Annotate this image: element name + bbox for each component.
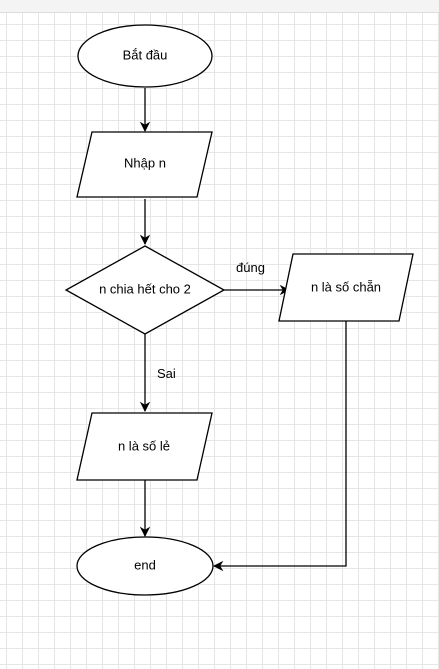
end-node[interactable]: end — [76, 536, 214, 596]
decision-node[interactable]: n chia hết cho 2 — [64, 245, 226, 335]
canvas-top-edge — [0, 0, 439, 13]
start-label: Bắt đầu — [123, 47, 168, 62]
odd-label: n là số lẻ — [118, 438, 170, 453]
end-shape — [76, 536, 214, 596]
end-label: end — [134, 557, 156, 572]
false-branch-label: Sai — [157, 366, 176, 381]
even-label: n là số chẵn — [311, 279, 381, 294]
input-node[interactable]: Nhập n — [76, 131, 213, 198]
decision-shape — [64, 245, 226, 335]
true-branch-label: đúng — [236, 260, 265, 275]
input-shape — [76, 131, 213, 198]
start-node[interactable]: Bắt đầu — [77, 24, 213, 88]
odd-node[interactable]: n là số lẻ — [76, 412, 213, 481]
start-shape — [77, 24, 213, 88]
even-node[interactable]: n là số chẵn — [278, 253, 414, 322]
decision-label: n chia hết cho 2 — [99, 281, 191, 296]
connector-even-to-end[interactable] — [212, 321, 347, 572]
odd-shape — [76, 412, 213, 481]
even-shape — [278, 253, 414, 322]
input-label: Nhập n — [124, 155, 166, 170]
